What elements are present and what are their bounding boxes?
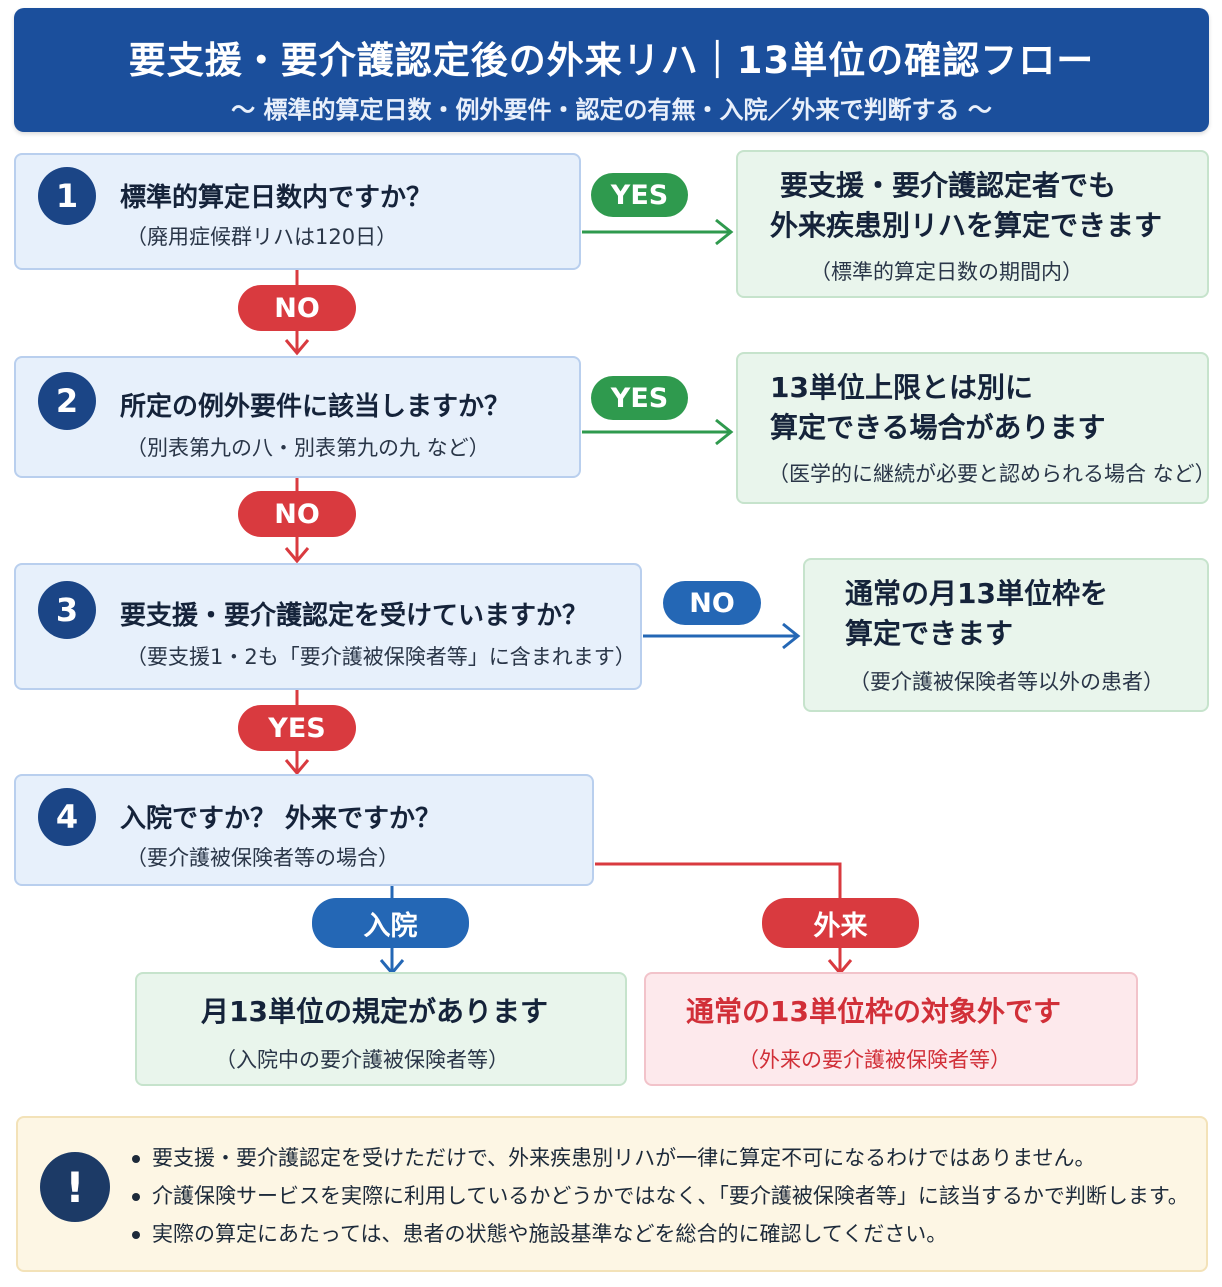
yes-pill-3: YES xyxy=(238,705,356,751)
outpatient-pill: 外来 xyxy=(762,898,919,948)
page-subtitle: 〜 標準的算定日数・例外要件・認定の有無・入院／外来で判断する 〜 xyxy=(231,96,992,124)
inpatient-result-box: 月13単位の規定があります （入院中の要介護被保険者等） xyxy=(135,972,627,1086)
result-3-note: （要介護被保険者等以外の患者） xyxy=(849,670,1164,694)
question-note-2: （別表第九の八・別表第九の九 など） xyxy=(126,436,490,460)
yes-pill-2: YES xyxy=(591,376,688,420)
no-pill-3: NO xyxy=(663,581,761,625)
question-note-4: （要介護被保険者等の場合） xyxy=(126,846,399,870)
arrow-step3-no xyxy=(643,622,801,650)
question-box-2: 2 所定の例外要件に該当しますか？ （別表第九の八・別表第九の九 など） xyxy=(14,356,581,478)
result-3-line2: 算定できます xyxy=(845,617,1014,650)
note-item: 要支援・要介護認定を受けただけで、外来疾患別リハが一律に算定不可になるわけではあ… xyxy=(132,1142,1096,1172)
result-1-note: （標準的算定日数の期間内） xyxy=(810,260,1083,284)
result-3-line1: 通常の月13単位枠を xyxy=(845,577,1108,610)
question-title-4: 入院ですか？ 外来ですか？ xyxy=(120,804,442,834)
bullet-icon xyxy=(132,1193,140,1201)
header-banner: 要支援・要介護認定後の外来リハ｜13単位の確認フロー 〜 標準的算定日数・例外要… xyxy=(14,8,1209,132)
no-pill-1: NO xyxy=(238,285,356,331)
outpatient-result-box: 通常の13単位枠の対象外です （外来の要介護被保険者等） xyxy=(644,972,1138,1086)
question-box-3: 3 要支援・要介護認定を受けていますか？ （要支援1・2も「要介護被保険者等」に… xyxy=(14,563,642,690)
yes-pill-1: YES xyxy=(591,173,688,217)
exclamation-icon: ! xyxy=(40,1152,110,1222)
question-title-3: 要支援・要介護認定を受けていますか？ xyxy=(120,601,589,631)
question-note-1: （廃用症候群リハは120日） xyxy=(126,225,398,249)
step-number-4: 4 xyxy=(38,788,96,846)
arrow-step1-yes xyxy=(582,218,734,246)
inpatient-result-title: 月13単位の規定があります xyxy=(201,995,548,1028)
result-2-note: （医学的に継続が必要と認められる場合 など） xyxy=(768,462,1216,486)
step-number-3: 3 xyxy=(38,581,96,639)
question-title-1: 標準的算定日数内ですか？ xyxy=(120,183,433,213)
step-number-1: 1 xyxy=(38,167,96,225)
result-box-3: 通常の月13単位枠を 算定できます （要介護被保険者等以外の患者） xyxy=(803,558,1209,712)
outpatient-result-title: 通常の13単位枠の対象外です xyxy=(686,995,1061,1028)
result-box-1: 要支援・要介護認定者でも 外来疾患別リハを算定できます （標準的算定日数の期間内… xyxy=(736,150,1209,298)
arrow-step2-yes xyxy=(582,418,734,446)
bullet-icon xyxy=(132,1231,140,1239)
question-title-2: 所定の例外要件に該当しますか？ xyxy=(120,392,511,422)
question-note-3: （要支援1・2も「要介護被保険者等」に含まれます） xyxy=(126,645,636,669)
page-title: 要支援・要介護認定後の外来リハ｜13単位の確認フロー xyxy=(128,39,1095,82)
result-box-2: 13単位上限とは別に 算定できる場合があります （医学的に継続が必要と認められる… xyxy=(736,352,1216,504)
question-box-1: 1 標準的算定日数内ですか？ （廃用症候群リハは120日） xyxy=(14,153,581,270)
step-number-2: 2 xyxy=(38,372,96,430)
note-item: 介護保険サービスを実際に利用しているかどうかではなく、「要介護被保険者等」に該当… xyxy=(132,1180,1189,1210)
question-box-4: 4 入院ですか？ 外来ですか？ （要介護被保険者等の場合） xyxy=(14,774,594,886)
result-2-line2: 算定できる場合があります xyxy=(770,411,1106,444)
inpatient-result-note: （入院中の要介護被保険者等） xyxy=(215,1048,509,1072)
outpatient-result-note: （外来の要介護被保険者等） xyxy=(738,1048,1011,1072)
inpatient-pill: 入院 xyxy=(312,898,469,948)
bullet-icon xyxy=(132,1155,140,1163)
note-item: 実際の算定にあたっては、患者の状態や施設基準などを総合的に確認してください。 xyxy=(132,1218,947,1248)
notes-box xyxy=(16,1116,1208,1272)
result-1-line2: 外来疾患別リハを算定できます xyxy=(770,209,1163,242)
result-2-line1: 13単位上限とは別に xyxy=(770,371,1033,404)
no-pill-2: NO xyxy=(238,491,356,537)
result-1-line1: 要支援・要介護認定者でも xyxy=(780,169,1117,202)
